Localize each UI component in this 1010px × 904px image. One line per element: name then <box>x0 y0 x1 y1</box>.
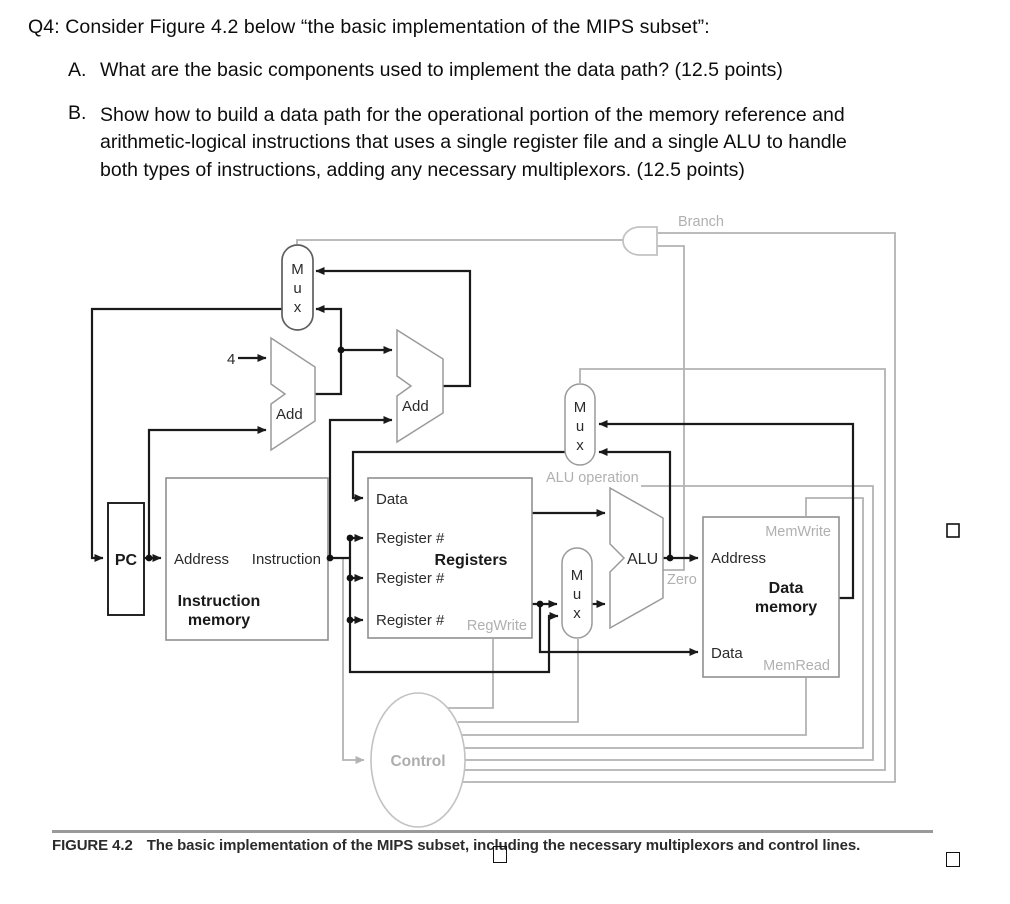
registers-regnum2-port: Register # <box>376 570 445 587</box>
pc-block <box>107 502 145 616</box>
dmem-title-line1: Data <box>769 580 804 597</box>
wire-control-input <box>342 559 365 764</box>
registers-data-port: Data <box>376 491 408 508</box>
figure-caption-text: The basic implementation of the MIPS sub… <box>146 837 861 854</box>
pcsrc-mux-shape <box>281 244 314 331</box>
memread-label: MemRead <box>763 658 830 674</box>
wire-memread <box>462 678 807 736</box>
item-b-text: Show how to build a data path for the op… <box>100 102 847 184</box>
item-a-label: A. <box>68 59 87 81</box>
constant-four: 4 <box>227 351 235 368</box>
wire-add1-to-pcmux <box>315 305 343 396</box>
mux-letter: u <box>573 586 581 603</box>
pc-label: PC <box>115 552 138 569</box>
wire-memtoreg <box>464 368 886 771</box>
branch-and-gate <box>622 226 658 256</box>
mux-letter: u <box>576 418 584 435</box>
alu-label: ALU <box>627 551 658 568</box>
registers-block <box>367 477 533 639</box>
wire-readdata2-to-dmem <box>538 604 699 656</box>
item-b-line2: arithmetic-logical instructions that use… <box>100 131 847 154</box>
pcsrc-mux: M u x <box>281 244 314 331</box>
wire-pc-to-add1 <box>147 426 267 558</box>
question-item-a: A. What are the basic components used to… <box>68 59 783 82</box>
alusrc-mux: M u x <box>561 547 593 639</box>
mux-letter: x <box>294 299 302 316</box>
mux-letter: x <box>573 605 581 622</box>
item-b-line1: Show how to build a data path for the op… <box>100 104 845 126</box>
wire-pcsrc-loop <box>90 307 282 562</box>
imem-address-port: Address <box>174 551 229 568</box>
dmem-title-line2: memory <box>755 599 817 616</box>
imem-instruction-port: Instruction <box>252 551 321 568</box>
mux-letter: M <box>571 567 584 584</box>
question-title: Q4: Consider Figure 4.2 below “the basic… <box>28 16 710 38</box>
mux-letter: u <box>293 280 301 297</box>
control-label: Control <box>390 753 445 770</box>
wire-instruction-vbus <box>348 538 559 674</box>
wire-offset-to-add2 <box>328 416 393 558</box>
data-memory-block <box>702 516 840 678</box>
wire-regwrite <box>448 639 494 709</box>
mux-letter: M <box>291 261 304 278</box>
item-a-text: What are the basic components used to im… <box>100 59 783 81</box>
add-pc4-shape <box>270 336 316 452</box>
dmem-address-port: Address <box>711 550 766 567</box>
memwrite-label: MemWrite <box>765 524 831 540</box>
figure-caption-label: FIGURE 4.2 <box>52 837 133 854</box>
wire-and-to-pcmux <box>296 239 623 244</box>
registers-title: Registers <box>435 552 508 569</box>
placeholder-box <box>946 852 960 867</box>
alu-shape <box>609 486 664 630</box>
wire-memwrite <box>464 497 864 749</box>
add-branch-label: Add <box>402 398 429 415</box>
branch-label: Branch <box>678 214 724 230</box>
registers-regnum3-port: Register # <box>376 612 445 629</box>
registers-regnum1-port: Register # <box>376 530 445 547</box>
wire-branch <box>462 232 896 783</box>
placeholder-box <box>493 846 507 863</box>
add-branch-shape <box>396 328 444 444</box>
memtoreg-mux-shape <box>564 383 596 466</box>
regwrite-label: RegWrite <box>467 618 527 634</box>
junction-dots <box>145 346 674 624</box>
imem-title-line1: Instruction <box>178 593 261 610</box>
memtoreg-mux: M u x <box>564 383 596 466</box>
placeholder-box <box>946 523 960 538</box>
wire-alu-operation <box>465 485 874 761</box>
mux-letter: M <box>574 399 587 416</box>
item-b-label: B. <box>68 102 87 124</box>
wire-zero <box>657 245 685 571</box>
wire-dmem-to-wbmux <box>598 420 855 600</box>
alusrc-mux-shape <box>561 547 593 639</box>
add-pc4-label: Add <box>276 406 303 423</box>
question-item-b: B. Show how to build a data path for the… <box>68 102 847 184</box>
imem-title-line2: memory <box>188 612 250 629</box>
wire-add2-to-pcmux <box>315 267 472 388</box>
control-unit <box>370 692 466 828</box>
dmem-data-port: Data <box>711 645 743 662</box>
caption-rule <box>52 830 933 833</box>
zero-label: Zero <box>667 572 697 588</box>
wire-alusrc <box>458 639 579 723</box>
wire-wbmux-to-regdata <box>351 450 565 502</box>
wire-aluresult-to-wbmux <box>598 448 672 558</box>
mux-letter: x <box>576 437 584 454</box>
alu-operation-label: ALU operation <box>546 470 639 486</box>
control-wires <box>296 232 896 783</box>
item-b-line3: both types of instructions, adding any n… <box>100 158 745 181</box>
figure-caption: FIGURE 4.2 The basic implementation of th… <box>52 837 952 854</box>
